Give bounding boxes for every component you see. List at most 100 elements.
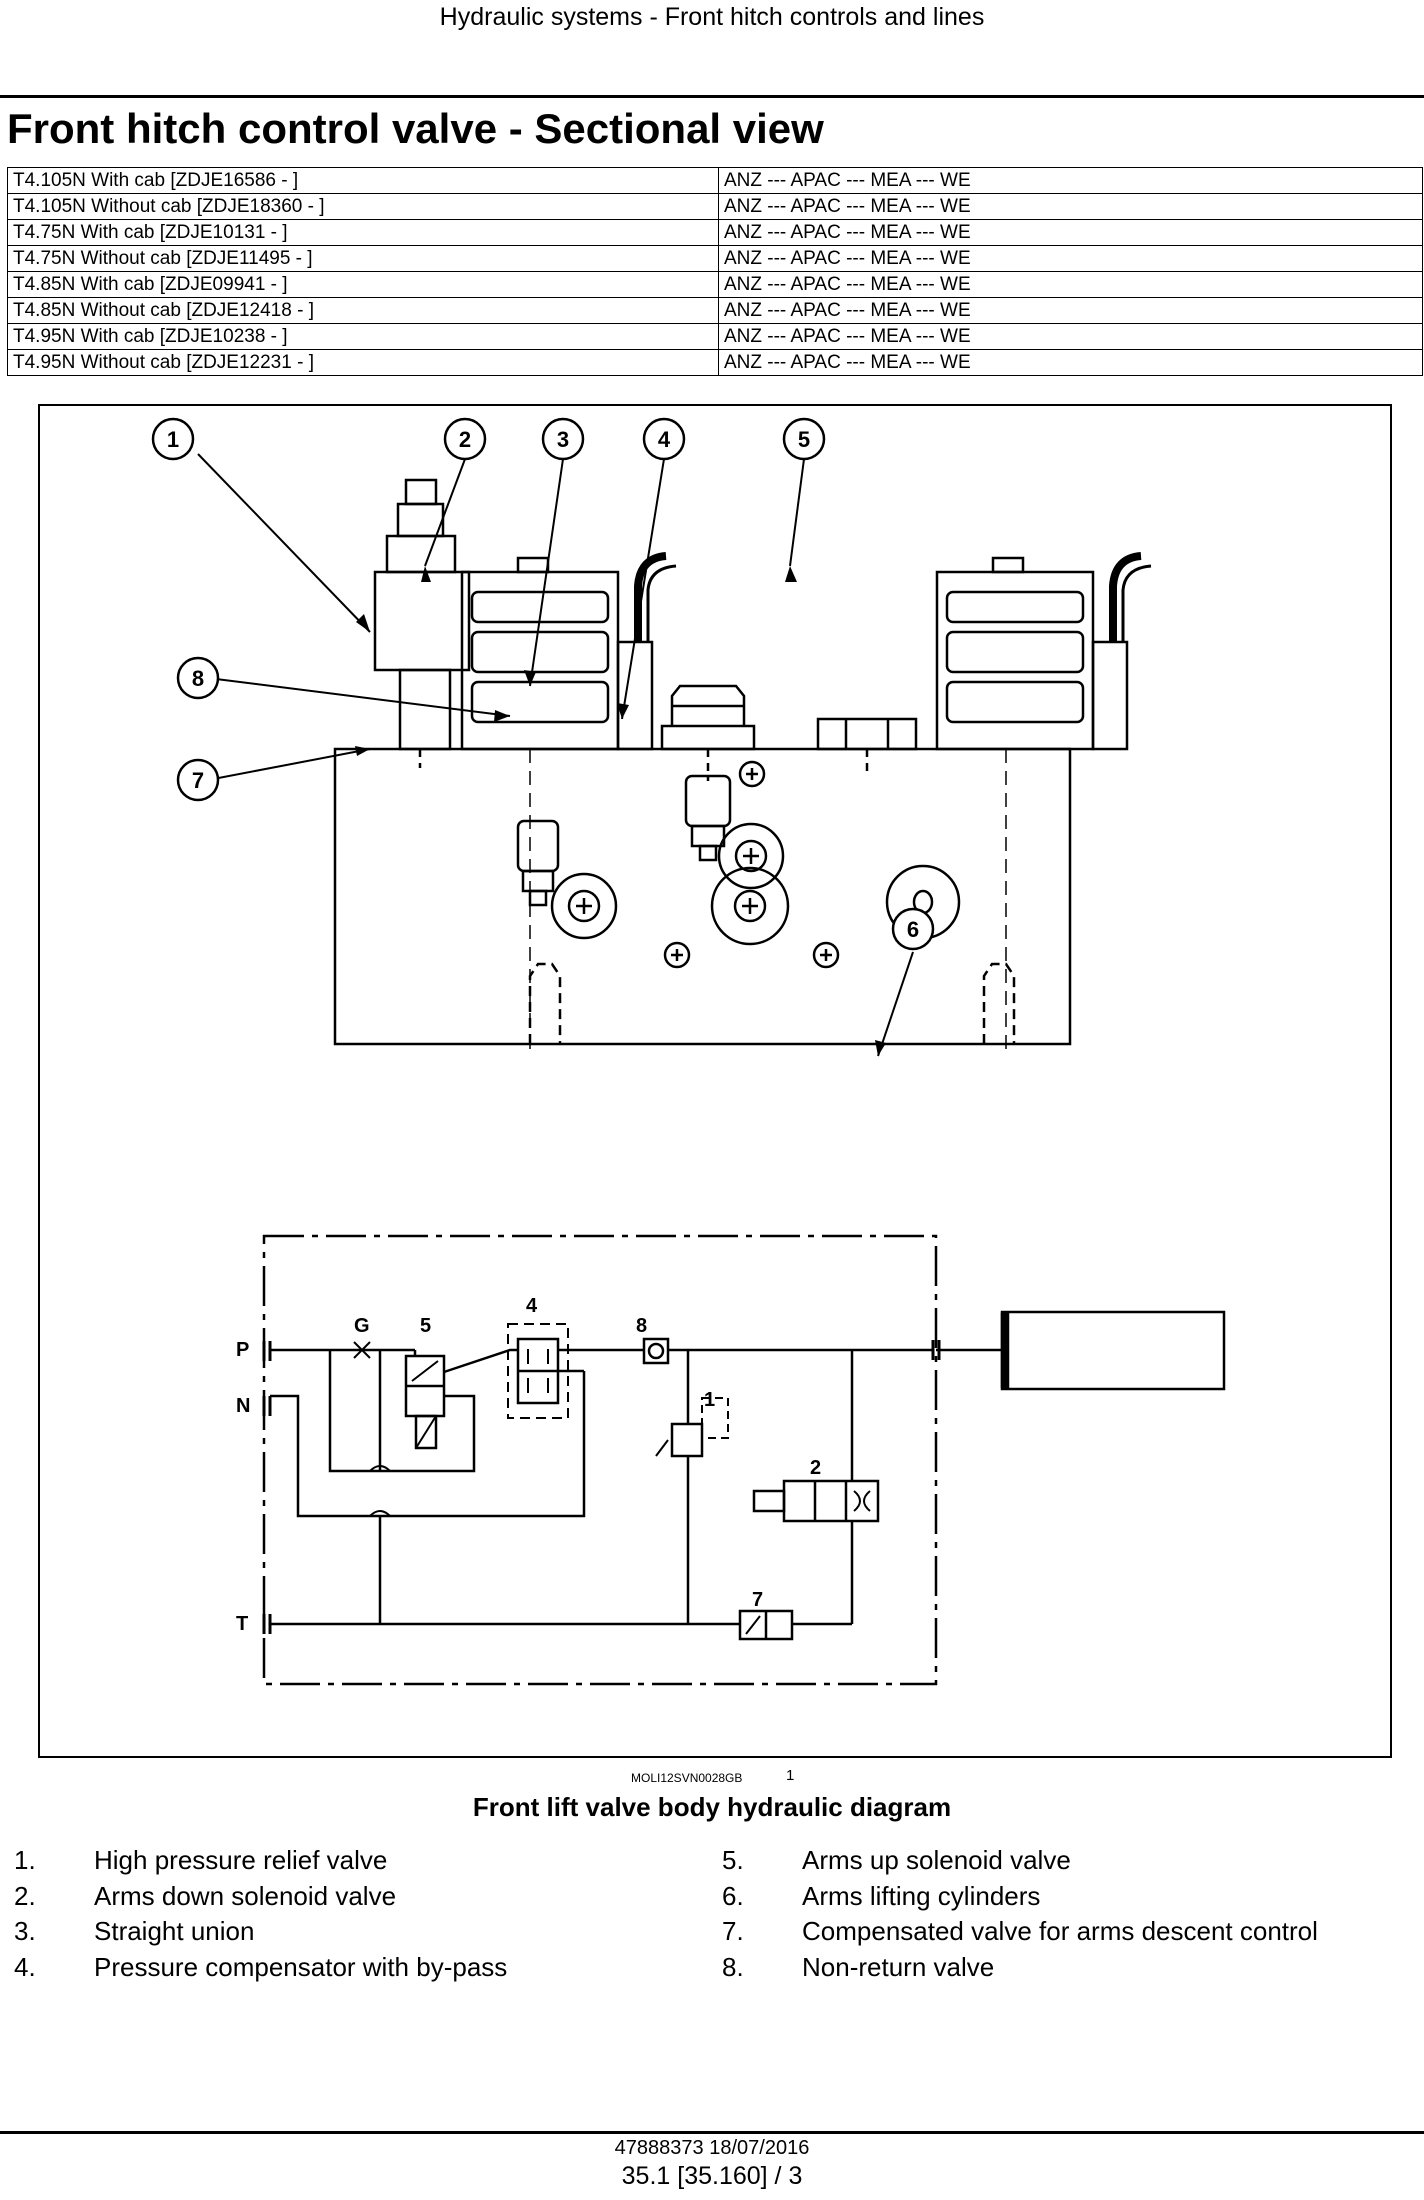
table-row: T4.105N With cab [ZDJE16586 - ]ANZ --- A… [7,167,1423,194]
table-row: T4.75N With cab [ZDJE10131 - ]ANZ --- AP… [7,219,1423,246]
leader-lines [197,453,914,1057]
table-row: T4.75N Without cab [ZDJE11495 - ]ANZ ---… [7,245,1423,272]
callout-circle [443,417,487,461]
legend-text: Arms down solenoid valve [94,1881,397,1911]
figure-number: 1 [786,1767,795,1784]
page-title: Front hitch control valve - Sectional vi… [7,105,824,152]
legend-text: Pressure compensator with by-pass [94,1952,508,1982]
symbol-7-label: 7 [752,1589,763,1611]
port-g-label: G [354,1315,370,1337]
callout-label: 4 [658,427,671,452]
table-row: T4.95N Without cab [ZDJE12231 - ]ANZ ---… [7,349,1423,376]
legend-text: Straight union [94,1916,255,1946]
table-row: T4.105N Without cab [ZDJE18360 - ]ANZ --… [7,193,1423,220]
callout-circle [541,417,585,461]
callout-8: 8 [176,656,220,700]
callout-circle [782,417,826,461]
body-ports [528,760,1016,1044]
callout-label: 3 [557,427,569,452]
regions-cell: ANZ --- APAC --- MEA --- WE [718,349,1423,376]
figure-caption: Front lift valve body hydraulic diagram [472,1792,952,1822]
model-cell: T4.105N With cab [ZDJE16586 - ] [7,167,719,194]
callout-7: 7 [176,758,220,802]
descent-cartridge-drawing [516,819,560,907]
regions-cell: ANZ --- APAC --- MEA --- WE [718,323,1423,350]
manifold-boundary [262,1234,938,1686]
table-row: T4.85N Without cab [ZDJE12418 - ]ANZ ---… [7,297,1423,324]
callout-4: 4 [642,417,686,461]
port-n-label: N [236,1395,250,1417]
port-t-label: T [236,1613,248,1635]
footer-rule [0,2131,1424,2134]
legend-text: Non-return valve [802,1952,995,1982]
legend-text: Compensated valve for arms descent contr… [802,1916,1318,1946]
regions-cell: ANZ --- APAC --- MEA --- WE [718,245,1423,272]
callout-circle [642,417,686,461]
applicability-table: T4.105N With cab [ZDJE16586 - ]ANZ --- A… [7,167,1423,376]
symbol-2-label: 2 [810,1457,821,1479]
solenoid-left-drawing [460,552,677,1056]
legend-number: 1. [14,1845,36,1875]
straight-union-drawing [660,684,756,781]
hydraulic-figure: 1 2 3 4 5 6 7 8 [151,417,1226,1686]
callout-label: 1 [167,427,179,452]
model-cell: T4.95N Without cab [ZDJE12231 - ] [7,349,719,376]
symbol-8-label: 8 [636,1315,647,1337]
callout-5: 5 [782,417,826,461]
document-reference: 47888373 18/07/2016 [614,2137,810,2159]
hydraulic-schematic [262,1234,1226,1686]
running-header: Hydraulic systems - Front hitch controls… [439,3,985,31]
regions-cell: ANZ --- APAC --- MEA --- WE [718,167,1423,194]
legend-number: 2. [14,1881,36,1911]
model-cell: T4.95N With cab [ZDJE10238 - ] [7,323,719,350]
symbol-1-label: 1 [704,1389,715,1411]
port-p-label: P [236,1339,249,1361]
legend-number: 5. [722,1845,744,1875]
regions-cell: ANZ --- APAC --- MEA --- WE [718,297,1423,324]
regions-cell: ANZ --- APAC --- MEA --- WE [718,219,1423,246]
legend-number: 8. [722,1952,744,1982]
callout-label: 2 [459,427,471,452]
relief-valve-drawing [373,478,471,768]
callout-1: 1 [151,417,195,461]
port-symbols [262,1340,941,1634]
callout-label: 7 [192,768,204,793]
callout-circle [176,656,220,700]
sectional-view [333,478,1152,1056]
lifting-cylinder [1000,1310,1226,1391]
callout-circle [176,758,220,802]
legend-text: Arms lifting cylinders [802,1881,1041,1911]
callout-label: 8 [192,666,204,691]
callout-2: 2 [443,417,487,461]
model-cell: T4.75N Without cab [ZDJE11495 - ] [7,245,719,272]
non-return-cartridge-drawing [684,774,732,862]
regions-cell: ANZ --- APAC --- MEA --- WE [718,193,1423,220]
callout-label: 5 [798,427,810,452]
table-row: T4.85N With cab [ZDJE09941 - ]ANZ --- AP… [7,271,1423,298]
cylinder-end [1000,1312,1010,1389]
callout-circle [151,417,195,461]
callout-6: 6 [891,907,935,951]
symbol-4-label: 4 [526,1295,538,1317]
symbol-5-label: 5 [420,1315,431,1337]
legend-text: Arms up solenoid valve [802,1845,1071,1875]
figure-frame: 1 2 3 4 5 6 7 8 [38,404,1392,1758]
regions-cell: ANZ --- APAC --- MEA --- WE [718,271,1423,298]
callout-3: 3 [541,417,585,461]
legend-number: 4. [14,1952,36,1982]
model-cell: T4.85N With cab [ZDJE09941 - ] [7,271,719,298]
relief-valve-symbol [670,1422,704,1458]
compensator-plug-drawing [816,717,918,776]
legend-number: 3. [14,1916,36,1946]
figure-id: MOLI12SVN0028GB [631,1771,743,1785]
port-plus-marks [576,768,832,961]
model-cell: T4.85N Without cab [ZDJE12418 - ] [7,297,719,324]
legend-number: 7. [722,1916,744,1946]
solenoid-right-drawing [935,552,1152,1056]
model-cell: T4.105N Without cab [ZDJE18360 - ] [7,193,719,220]
legend-text: High pressure relief valve [94,1845,388,1875]
schematic-labels: P N T G 5 4 8 1 2 7 [236,1295,821,1635]
callout-circle [891,907,935,951]
callout-label: 6 [907,917,919,942]
page-reference: 35.1 [35.160] / 3 [621,2162,803,2190]
